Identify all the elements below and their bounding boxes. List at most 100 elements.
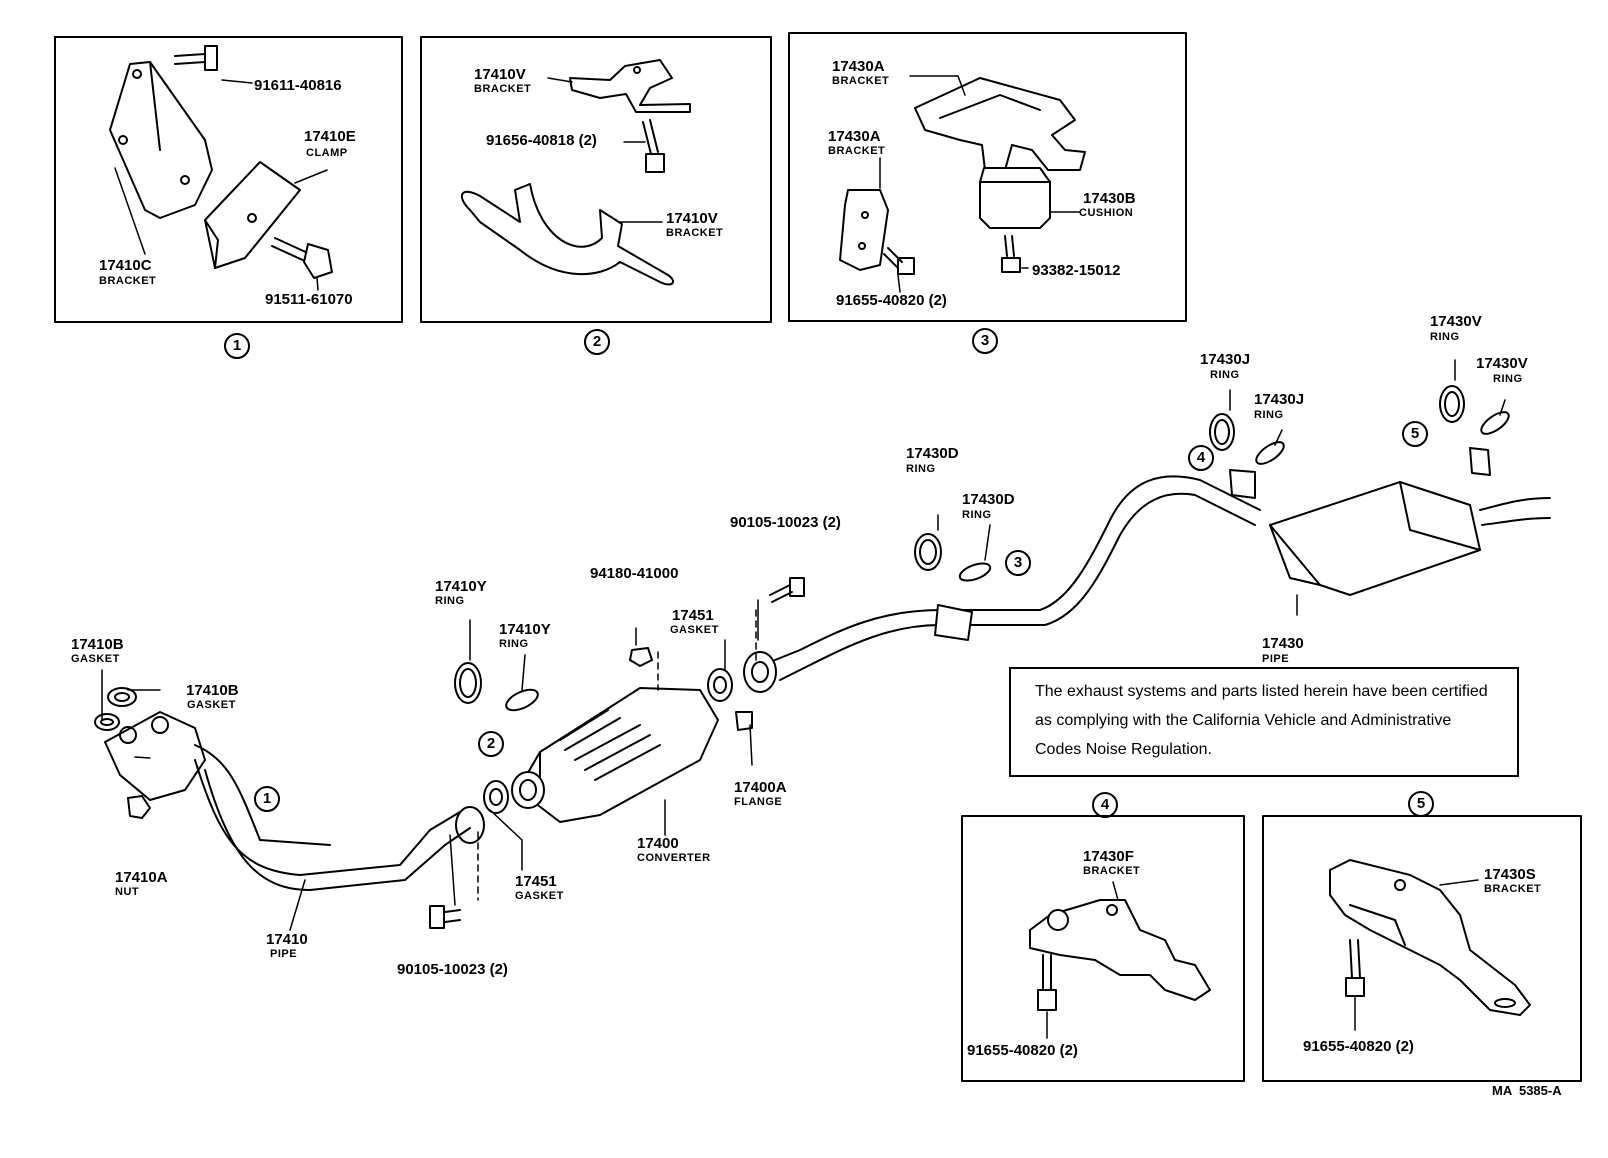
part-17410b-b-caption: GASKET (187, 699, 236, 711)
muffler-17430-drawing (1229, 447, 1551, 596)
part-17430j-b: 17430J (1254, 391, 1305, 408)
part-17400a: 17400A (734, 779, 787, 796)
part-17410y-a: 17410Y (435, 578, 487, 595)
bolt-91655-box5-drawing (1345, 939, 1365, 997)
part-91611-40816: 91611-40816 (254, 77, 342, 94)
bolt-91655-box3-drawing (883, 247, 915, 275)
dashed-leaders (477, 609, 757, 901)
bracket-17430s-drawing (1329, 859, 1531, 1016)
part-17430a-top-caption: BRACKET (832, 75, 890, 87)
part-17430v-a-caption: RING (1430, 331, 1460, 343)
part-17410a-caption: NUT (115, 886, 140, 898)
bracket-17410v-bot-drawing (460, 183, 675, 286)
bolt-93382-drawing (1001, 235, 1021, 273)
flange-gaskets-drawing (455, 780, 509, 844)
part-17430f-caption: BRACKET (1083, 865, 1141, 877)
part-17410c: 17410C (99, 257, 152, 274)
part-17451-bot-caption: GASKET (515, 890, 564, 902)
part-17400a-caption: FLANGE (734, 796, 783, 808)
part-17430a-bot-caption: BRACKET (828, 145, 886, 157)
callout-2-box: 2 (584, 329, 610, 355)
part-90105-10023-top: 90105-10023 (2) (730, 514, 841, 531)
detail-box-3 (788, 32, 1187, 322)
part-17410v-bot: 17410V (666, 210, 718, 227)
part-17430d-b-caption: RING (962, 509, 992, 521)
california-notice: The exhaust systems and parts listed her… (1009, 667, 1519, 777)
callout-5-ring: 5 (1402, 421, 1428, 447)
part-93382-15012: 93382-15012 (1032, 262, 1121, 279)
part-91655-40820-box4: 91655-40820 (2) (967, 1042, 1078, 1059)
callout-1-main: 1 (254, 786, 280, 812)
part-17410y-b: 17410Y (499, 621, 551, 638)
drawing-code: MA 5385-A (1492, 1083, 1562, 1098)
front-pipe-drawing (743, 475, 1261, 693)
part-17410a: 17410A (115, 869, 168, 886)
part-17451-bot: 17451 (515, 873, 557, 890)
bracket-17410v-top-drawing (569, 59, 691, 113)
part-17430d-a-caption: RING (906, 463, 936, 475)
part-17430d-a: 17430D (906, 445, 959, 462)
part-17410e-caption: CLAMP (306, 147, 348, 159)
part-17430f: 17430F (1083, 848, 1134, 865)
part-17430d-b: 17430D (962, 491, 1015, 508)
part-17410y-a-caption: RING (435, 595, 465, 607)
part-17410y-b-caption: RING (499, 638, 529, 650)
part-17400: 17400 (637, 835, 679, 852)
part-17451-top: 17451 (672, 607, 714, 624)
part-17430-caption: PIPE (1262, 653, 1290, 665)
bolt-91655-box4-drawing (1037, 954, 1057, 1011)
part-17430v-a: 17430V (1430, 313, 1482, 330)
bolt-91656-drawing (642, 119, 665, 173)
part-17410v-top-caption: BRACKET (474, 83, 532, 95)
part-17430a-top: 17430A (832, 58, 885, 75)
manifold-pipe-17410-drawing (104, 711, 471, 891)
callout-3-box: 3 (972, 328, 998, 354)
part-91511-61070: 91511-61070 (265, 291, 353, 308)
part-17430j-a-caption: RING (1210, 369, 1240, 381)
nut-17410a-drawing (127, 795, 151, 819)
flange-17400a-drawing (735, 711, 753, 731)
clamp-17410e-drawing (204, 161, 301, 269)
part-17410v-top: 17410V (474, 66, 526, 83)
leaders-box-2 (547, 77, 663, 223)
part-94180-41000: 94180-41000 (590, 565, 679, 582)
cushion-17430b-drawing (979, 167, 1051, 229)
leaders-box-1 (114, 79, 328, 291)
part-17430v-b: 17430V (1476, 355, 1528, 372)
bracket-17430a-bot-drawing (839, 189, 889, 271)
part-91655-40820-box3: 91655-40820 (2) (836, 292, 947, 309)
leaders-box-3 (879, 75, 1081, 293)
leaders-main (101, 359, 1506, 931)
part-17410e: 17410E (304, 128, 356, 145)
part-17410: 17410 (266, 931, 308, 948)
converter-17400-drawing (511, 687, 719, 823)
part-17451-top-caption: GASKET (670, 624, 719, 636)
leaders-box-4 (1046, 881, 1119, 1039)
gasket-17451-top-drawing (707, 668, 733, 702)
detail-box-2 (420, 36, 772, 323)
rings-17410y-drawing (454, 662, 539, 712)
detail-box-1 (54, 36, 403, 323)
part-17410-caption: PIPE (270, 948, 298, 960)
bolt-91511-drawing (271, 237, 333, 279)
part-17410b-b: 17410B (186, 682, 239, 699)
bolts-90105-drawing (429, 577, 805, 929)
callout-4-ring: 4 (1188, 445, 1214, 471)
callout-5-box: 5 (1408, 791, 1434, 817)
part-91656-40818: 91656-40818 (2) (486, 132, 597, 149)
callout-2-main: 2 (478, 731, 504, 757)
bracket-17410c-drawing (109, 61, 213, 219)
bracket-17430f-drawing (1029, 899, 1211, 1001)
part-17430b-caption: CUSHION (1079, 207, 1134, 219)
leaders-box-5 (1354, 879, 1479, 1031)
part-17430a-bot: 17430A (828, 128, 881, 145)
part-17410v-bot-caption: BRACKET (666, 227, 724, 239)
callout-4-box: 4 (1092, 792, 1118, 818)
part-90105-10023-bot: 90105-10023 (2) (397, 961, 508, 978)
part-17430j-b-caption: RING (1254, 409, 1284, 421)
part-17430v-b-caption: RING (1493, 373, 1523, 385)
callout-3-ring: 3 (1005, 550, 1031, 576)
gaskets-17410b-drawing (94, 687, 137, 731)
nut-94180-drawing (629, 647, 653, 667)
